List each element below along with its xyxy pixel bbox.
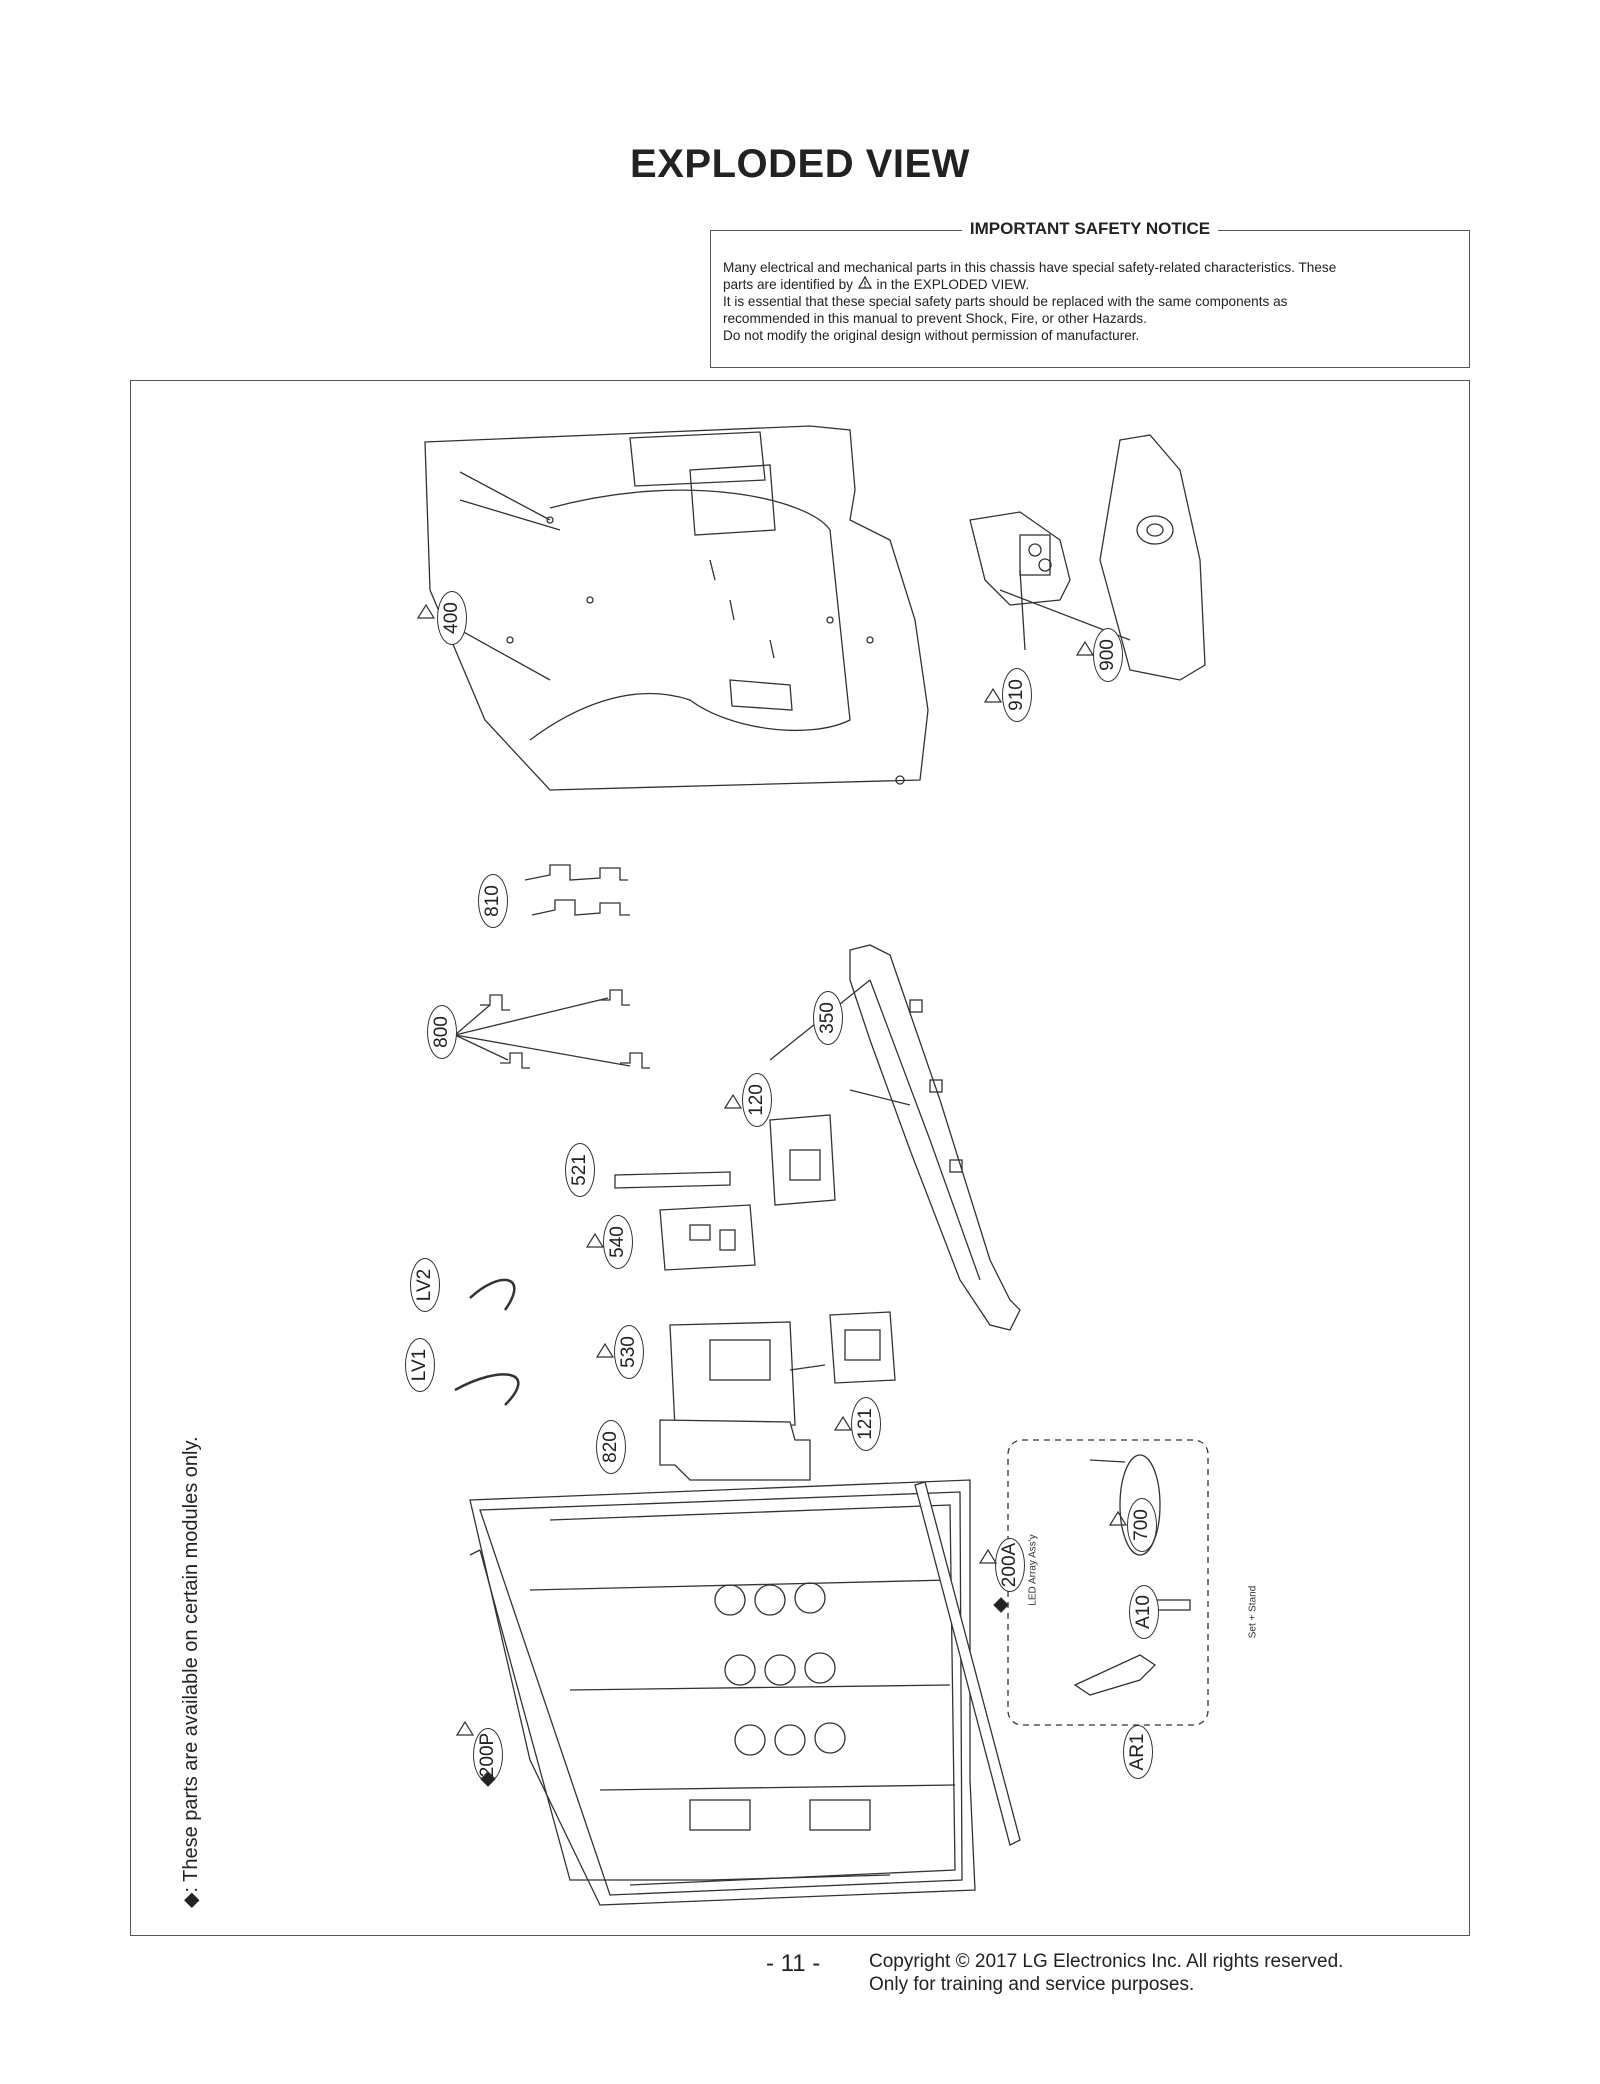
warning-triangle-icon xyxy=(857,275,873,293)
warning-triangle-icon xyxy=(723,1093,743,1109)
notice-line-3: It is essential that these special safet… xyxy=(723,294,1288,309)
safety-notice: IMPORTANT SAFETY NOTICE Many electrical … xyxy=(710,219,1470,368)
remote-ar1 xyxy=(1073,1654,1157,1696)
warning-triangle-icon xyxy=(455,1720,475,1736)
notice-line-2: parts are identified by in the EXPLODED … xyxy=(723,275,1030,293)
diamond-icon xyxy=(480,1771,496,1787)
bracket-800 xyxy=(454,989,650,1069)
warning-triangle-icon xyxy=(1108,1510,1128,1526)
copyright-line-2: Only for training and service purposes. xyxy=(869,1974,1195,1995)
board-540 xyxy=(659,1204,756,1271)
panel-module xyxy=(469,1479,976,1906)
warning-triangle-icon xyxy=(585,1232,605,1248)
warning-triangle-icon xyxy=(595,1342,615,1358)
page-number: - 11 - xyxy=(766,1950,821,1977)
sheet-820 xyxy=(659,1419,811,1481)
led-array xyxy=(914,1481,1021,1846)
box-121 xyxy=(829,1311,896,1384)
notice-line-5: Do not modify the original design withou… xyxy=(723,328,1140,343)
stand-body xyxy=(969,511,1071,606)
side-frame xyxy=(849,944,1021,1331)
warning-triangle-icon xyxy=(978,1548,998,1564)
copyright-line-1: Copyright © 2017 LG Electronics Inc. All… xyxy=(869,1951,1344,1972)
bracket-810 xyxy=(524,864,630,916)
safety-notice-body: Many electrical and mechanical parts in … xyxy=(723,259,1457,344)
cable-lv1 xyxy=(454,1373,520,1406)
warning-triangle-icon xyxy=(833,1415,853,1431)
notice-line-4: recommended in this manual to prevent Sh… xyxy=(723,311,1147,326)
cable-lv2 xyxy=(469,1278,516,1311)
cable-700 xyxy=(1119,1454,1161,1556)
notice-line-1: Many electrical and mechanical parts in … xyxy=(723,260,1337,275)
diamond-icon xyxy=(993,1597,1009,1613)
warning-triangle-icon xyxy=(983,687,1003,703)
safety-notice-heading: IMPORTANT SAFETY NOTICE xyxy=(961,219,1219,238)
diagram-frame xyxy=(130,380,1470,1936)
warning-triangle-icon xyxy=(416,603,436,619)
warning-triangle-icon xyxy=(1075,640,1095,656)
main-board-120 xyxy=(769,1114,836,1206)
back-cover xyxy=(424,425,929,791)
panel-outline xyxy=(469,1549,891,1881)
power-board-530 xyxy=(669,1321,826,1429)
stand-base xyxy=(1099,434,1206,681)
part-521 xyxy=(614,1171,731,1189)
exploded-view-drawing xyxy=(424,425,1209,1906)
page-title: EXPLODED VIEW xyxy=(630,142,970,186)
copyright: Copyright © 2017 LG Electronics Inc. All… xyxy=(869,1950,1343,1996)
